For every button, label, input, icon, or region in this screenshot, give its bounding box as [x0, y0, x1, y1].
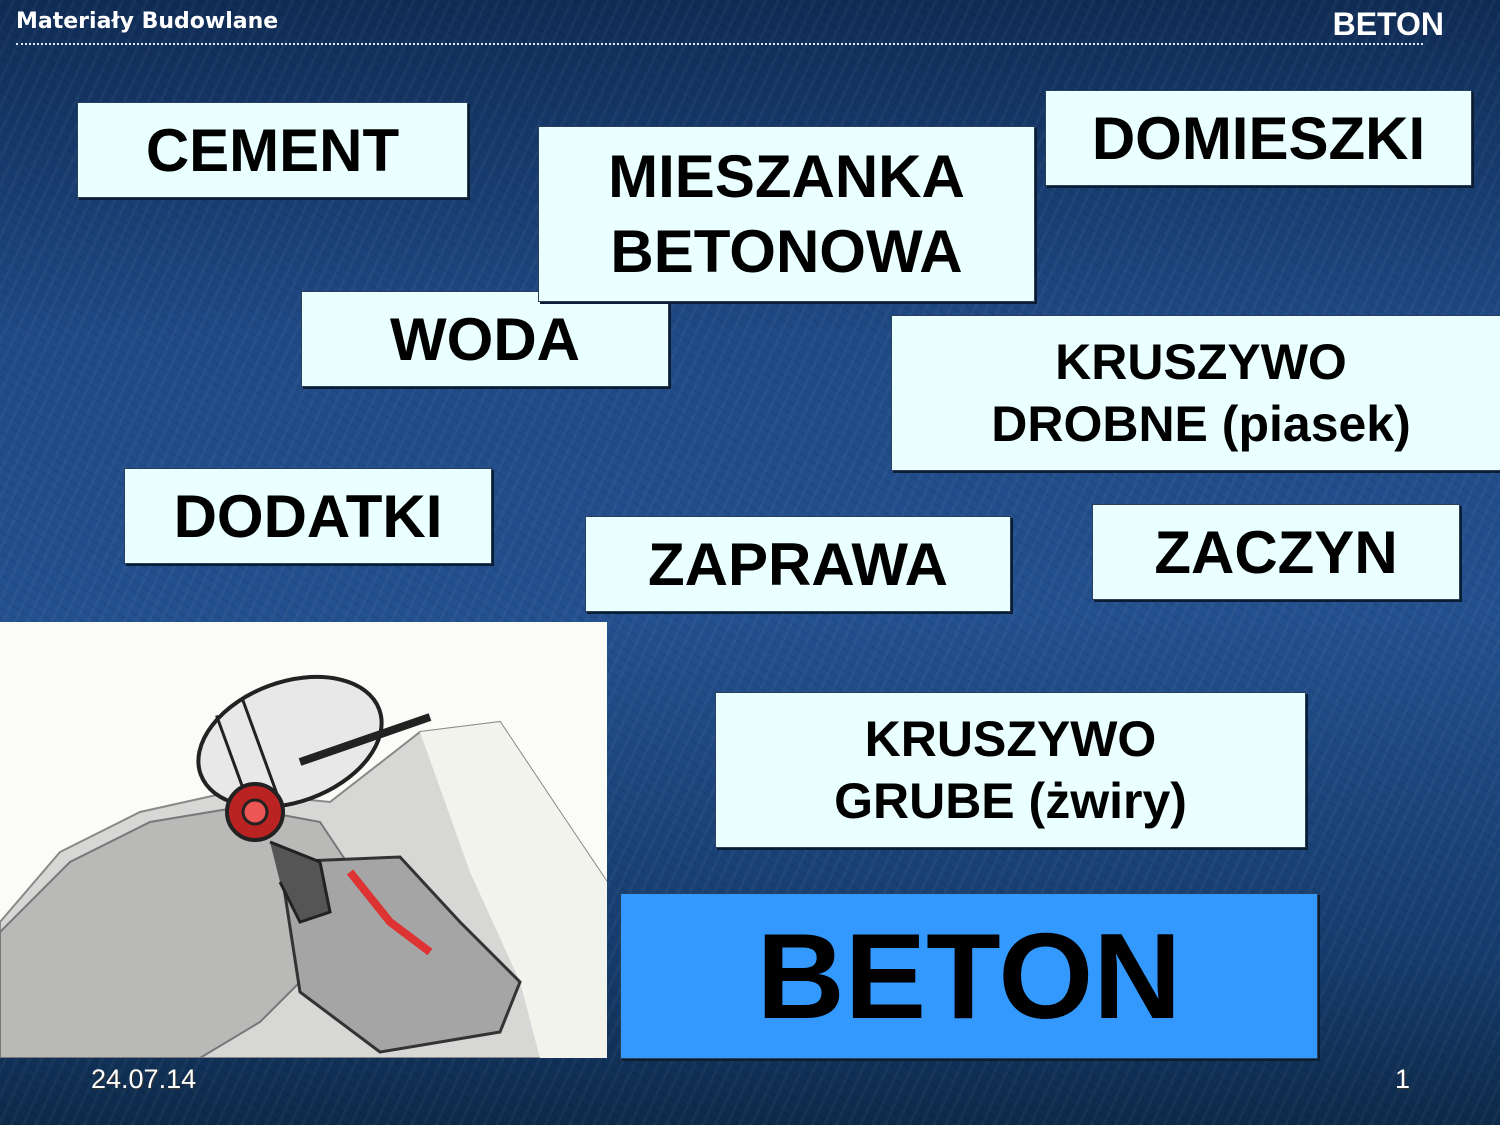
- box-cement: CEMENT: [77, 102, 468, 198]
- box-label: CEMENT: [145, 116, 400, 184]
- box-mieszanka-betonowa: MIESZANKA BETONOWA: [538, 126, 1035, 302]
- box-label: BETONOWA: [610, 218, 963, 285]
- box-kruszywo-grube: KRUSZYWO GRUBE (żwiry): [715, 692, 1306, 848]
- box-label: ZACZYN: [1154, 518, 1398, 586]
- slide-number: 1: [1395, 1064, 1411, 1094]
- box-label: DOMIESZKI: [1091, 104, 1426, 172]
- box-domieszki: DOMIESZKI: [1045, 90, 1472, 186]
- box-kruszywo-drobne: KRUSZYWO DROBNE (piasek): [891, 315, 1500, 471]
- box-label: KRUSZYWO: [1055, 333, 1347, 390]
- box-beton: BETON: [620, 893, 1318, 1059]
- box-label: GRUBE (żwiry): [834, 773, 1187, 829]
- box-label: MIESZANKA: [608, 143, 965, 210]
- box-zaczyn: ZACZYN: [1092, 504, 1460, 600]
- box-label: DROBNE (piasek): [991, 396, 1411, 452]
- presentation-title: Materiały Budowlane: [16, 9, 279, 34]
- box-woda: WODA: [301, 291, 669, 387]
- box-label: BETON: [756, 907, 1182, 1044]
- box-label: KRUSZYWO: [864, 710, 1157, 767]
- slide-date: 24.07.14: [91, 1064, 197, 1094]
- box-zaprawa: ZAPRAWA: [585, 516, 1011, 612]
- header-divider: [16, 43, 1423, 45]
- box-dodatki: DODATKI: [124, 468, 492, 564]
- box-label: ZAPRAWA: [648, 530, 948, 598]
- box-label: WODA: [390, 305, 580, 373]
- concrete-mixer-illustration: [0, 622, 608, 1059]
- slide-title: BETON: [1332, 6, 1444, 42]
- box-label: DODATKI: [173, 482, 443, 550]
